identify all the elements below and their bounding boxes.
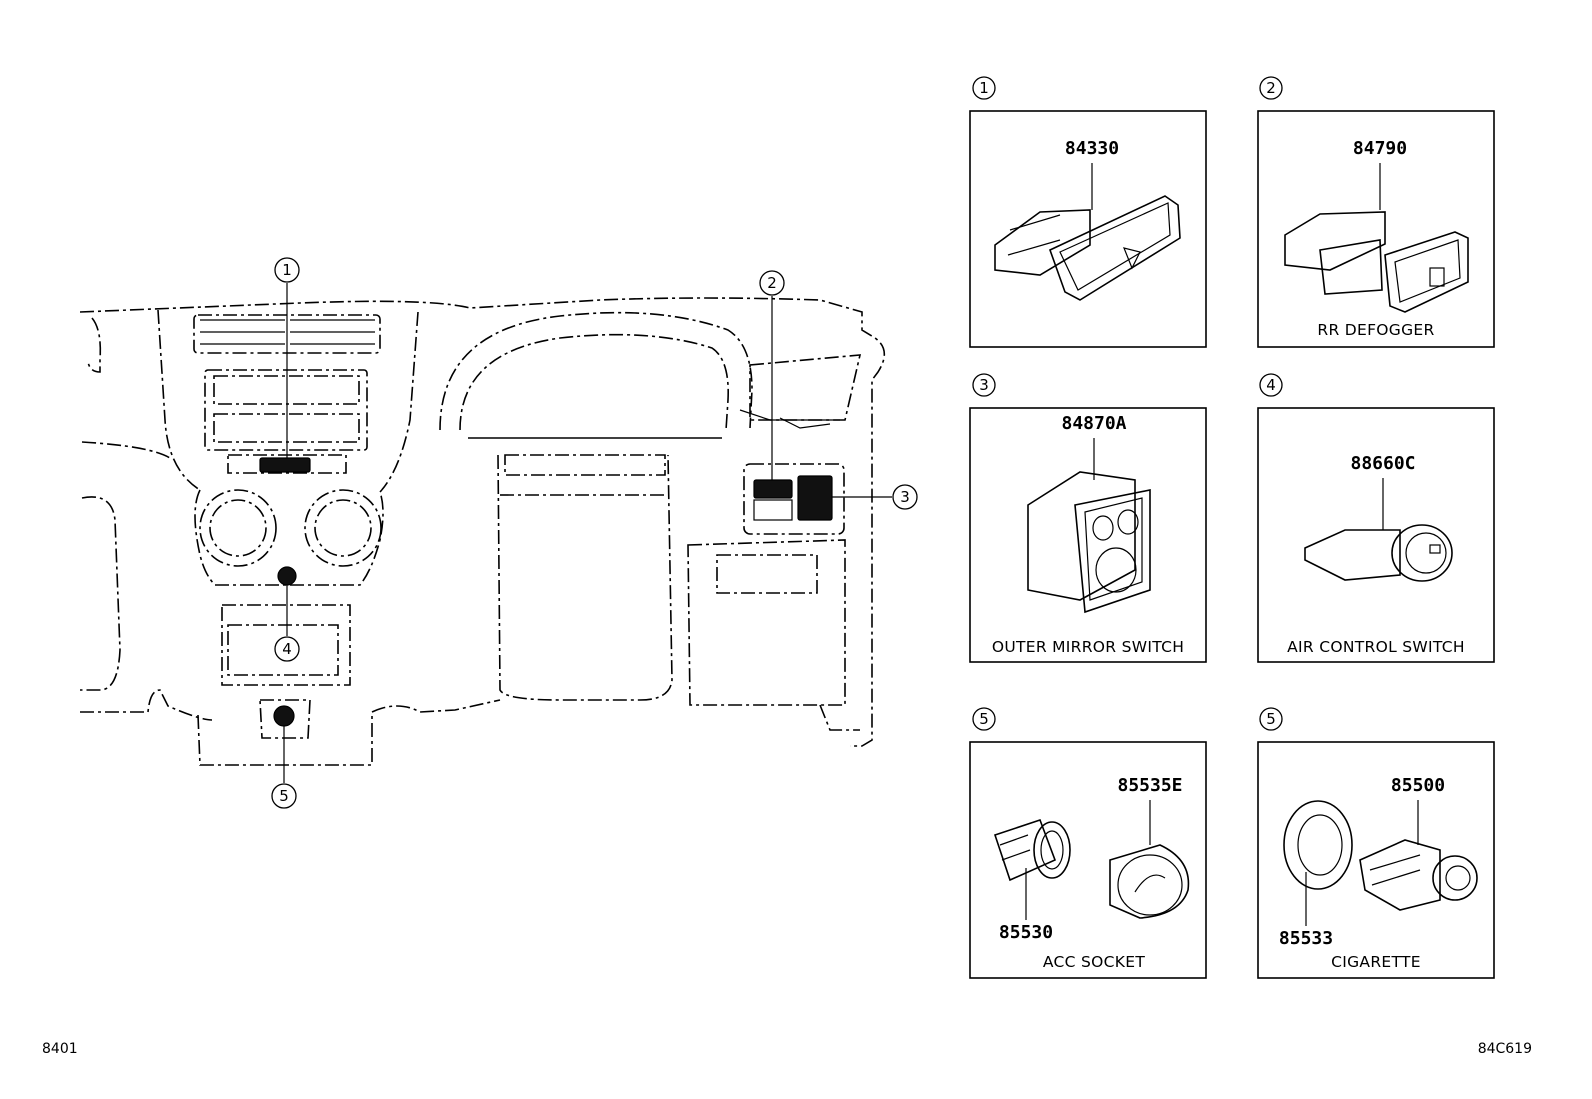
air-control-switch-icon [1304, 524, 1453, 582]
panel-1-index: 1 [979, 79, 989, 97]
panel-acc-socket: 5 85535E 85530 ACC SOCKET [969, 707, 1207, 979]
panel-rr-defogger: 2 84790 RR DEFOGGER [1257, 76, 1495, 348]
callout-5-label: 5 [279, 787, 289, 805]
hazard-switch-icon [994, 195, 1181, 301]
part-number-85500: 85500 [1391, 775, 1445, 796]
acc-socket-icon [993, 818, 1190, 919]
caption-cigarette: CIGARETTE [1331, 953, 1421, 971]
caption-outer-mirror-switch: OUTER MIRROR SWITCH [992, 638, 1184, 656]
part-number-85533: 85533 [1279, 928, 1333, 949]
panel-3-index: 3 [979, 376, 989, 394]
part-number-85535E: 85535E [1117, 775, 1182, 796]
part-number-85530: 85530 [999, 922, 1053, 943]
panel-hazard-switch: 1 84330 [969, 76, 1207, 348]
footer-right-code: 84C619 [1478, 1041, 1532, 1057]
panel-air-control-switch: 4 88660C AIR CONTROL SWITCH [1257, 373, 1495, 663]
panel-4-index: 4 [1266, 376, 1276, 394]
caption-acc-socket: ACC SOCKET [1043, 953, 1145, 971]
callout-4-label: 4 [282, 640, 292, 658]
callout-3 [892, 484, 918, 510]
part-number-84330: 84330 [1065, 138, 1119, 159]
caption-air-control-switch: AIR CONTROL SWITCH [1287, 638, 1465, 656]
callout-1-label: 1 [282, 261, 292, 279]
panel-cigarette: 5 85500 85533 CIGARETTE [1257, 707, 1495, 979]
cigarette-lighter-icon [1283, 800, 1478, 911]
callout-2 [759, 270, 785, 296]
panel-5b-index: 5 [1266, 710, 1276, 728]
panel-outer-mirror-switch: 3 84870A OUTER MIRROR SWITCH [969, 373, 1207, 663]
panel-5a-index: 5 [979, 710, 989, 728]
dashboard-overview: 1 2 3 4 5 [79, 257, 918, 809]
callout-2-label: 2 [767, 274, 777, 292]
callout-5 [271, 783, 297, 809]
defogger-switch-icon [1284, 211, 1469, 313]
caption-rr-defogger: RR DEFOGGER [1317, 321, 1434, 339]
callout-3-label: 3 [900, 488, 910, 506]
callout-4 [274, 636, 300, 662]
part-number-84870A: 84870A [1061, 413, 1126, 434]
mirror-switch-icon [1027, 471, 1151, 614]
panel-2-index: 2 [1266, 79, 1276, 97]
callout-1 [274, 257, 300, 283]
part-number-88660C: 88660C [1350, 453, 1415, 474]
part-number-84790: 84790 [1353, 138, 1407, 159]
footer-left-code: 8401 [42, 1041, 78, 1057]
